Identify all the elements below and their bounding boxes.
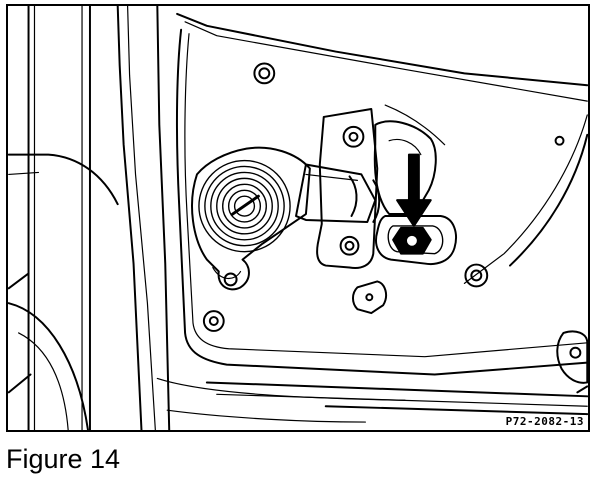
part-number-label: P72-2082-13 <box>503 415 586 428</box>
figure-frame: P72-2082-13 <box>6 4 590 432</box>
door-mechanism-illustration <box>8 6 588 430</box>
figure-caption: Figure 14 <box>6 444 121 474</box>
down-arrow-icon <box>396 153 432 227</box>
check-bracket <box>373 120 437 216</box>
coil-spring <box>198 159 291 253</box>
latch-component <box>556 330 588 394</box>
mounting-bolt-bottom-left <box>202 310 225 332</box>
lower-body-lines <box>156 377 406 423</box>
inner-panel-outline <box>175 12 588 416</box>
door-frame-lines <box>8 6 171 430</box>
mounting-bolt-right <box>464 263 489 288</box>
mounting-bolt-top <box>253 62 276 85</box>
small-hole-right <box>554 135 565 146</box>
retaining-clip <box>351 280 388 315</box>
slotted-mount-plate <box>375 215 457 266</box>
connecting-arm <box>295 163 381 223</box>
spring-housing <box>191 146 311 291</box>
hinge-bracket <box>316 108 379 269</box>
mount-nut <box>392 226 432 255</box>
